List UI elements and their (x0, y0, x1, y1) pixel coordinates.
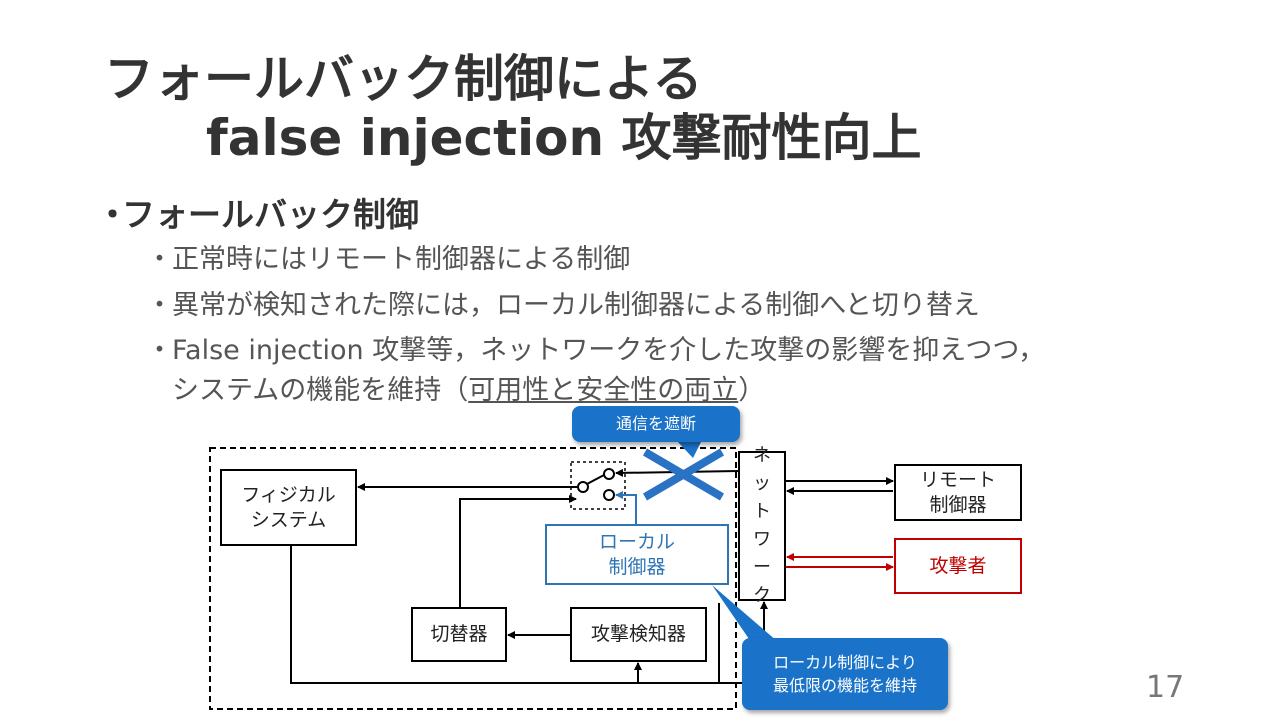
sub-bullet-3-text: False injection 攻撃等，ネットワークを介した攻撃の影響を抑えつつ… (172, 335, 1046, 366)
sub-bullet-3-continuation: システムの機能を維持（可用性と安全性の両立） (172, 368, 765, 407)
attacker-label: 攻撃者 (929, 554, 987, 577)
callout-cut-text: 通信を遮断 (615, 414, 696, 434)
switch-contact-local (603, 489, 615, 501)
slide-title-line1: フォールバック制御による (104, 50, 703, 108)
bullet-dot: ・ (146, 244, 173, 275)
physical-system-label-1: フィジカル (241, 483, 336, 506)
availability-safety-text: 可用性と安全性の両立 (468, 375, 739, 406)
local-controller-label-2: 制御器 (608, 555, 666, 578)
local-controller-label-1: ローカル (598, 530, 675, 553)
cut-x-icon (642, 448, 725, 501)
network-char-4: ワ (753, 529, 771, 550)
continuation-prefix: システムの機能を維持（ (172, 375, 469, 406)
callout-local-line2: 最低限の機能を維持 (772, 676, 917, 695)
slide-title-line2: false injection 攻撃耐性向上 (206, 109, 922, 167)
local-controller-block: ローカル制御器 (545, 524, 729, 585)
attack-detector-block: 攻撃検知器 (570, 607, 707, 662)
callout-cut-communication: 通信を遮断 (572, 406, 740, 442)
network-char-1: ネ (753, 445, 771, 467)
bullet-dot: ・ (146, 290, 173, 321)
switch-contact-common (577, 481, 589, 493)
sub-bullet-1: ・正常時にはリモート制御器による制御 (146, 237, 630, 276)
attack-detector-label: 攻撃検知器 (590, 623, 686, 646)
remote-controller-label-1: リモート (919, 468, 996, 491)
local-boundary (209, 447, 737, 710)
sub-bullet-3: ・False injection 攻撃等，ネットワークを介した攻撃の影響を抑えつ… (146, 328, 1045, 367)
switch-symbol-box (570, 461, 626, 510)
sub-bullet-1-text: 正常時にはリモート制御器による制御 (172, 244, 631, 275)
sub-bullet-2: ・異常が検知された際には，ローカル制御器による制御へと切り替え (146, 283, 980, 322)
callout-cut-tail (676, 440, 702, 458)
callout-local-control: ローカル制御により 最低限の機能を維持 (742, 638, 948, 710)
network-char-5: ー (753, 556, 771, 578)
remote-controller-block: リモート制御器 (894, 464, 1022, 521)
attacker-block: 攻撃者 (894, 538, 1022, 594)
network-char-2: ッ (753, 473, 771, 495)
callout-local-line1: ローカル制御により (773, 652, 917, 672)
continuation-suffix: ） (738, 375, 766, 406)
switching-device-block: 切替器 (411, 607, 507, 662)
physical-system-block: フィジカルシステム (220, 469, 357, 546)
network-block: ネ ッ ト ワ ー ク (738, 445, 786, 606)
switch-contact-remote (603, 468, 615, 480)
network-char-6: ク (753, 584, 771, 606)
physical-system-label-2: システム (250, 508, 327, 531)
switching-device-label: 切替器 (430, 623, 488, 646)
bullet-dot: ・ (146, 335, 173, 366)
bullet-main-text: フォールバック制御 (122, 195, 419, 234)
remote-controller-label-2: 制御器 (929, 493, 987, 516)
callout-local-tail (712, 585, 785, 655)
bullet-main: ・フォールバック制御 (96, 188, 419, 236)
sub-bullet-2-text: 異常が検知された際には，ローカル制御器による制御へと切り替え (172, 290, 980, 321)
page-number: 17 (1146, 670, 1185, 705)
network-char-3: ト (753, 501, 771, 523)
